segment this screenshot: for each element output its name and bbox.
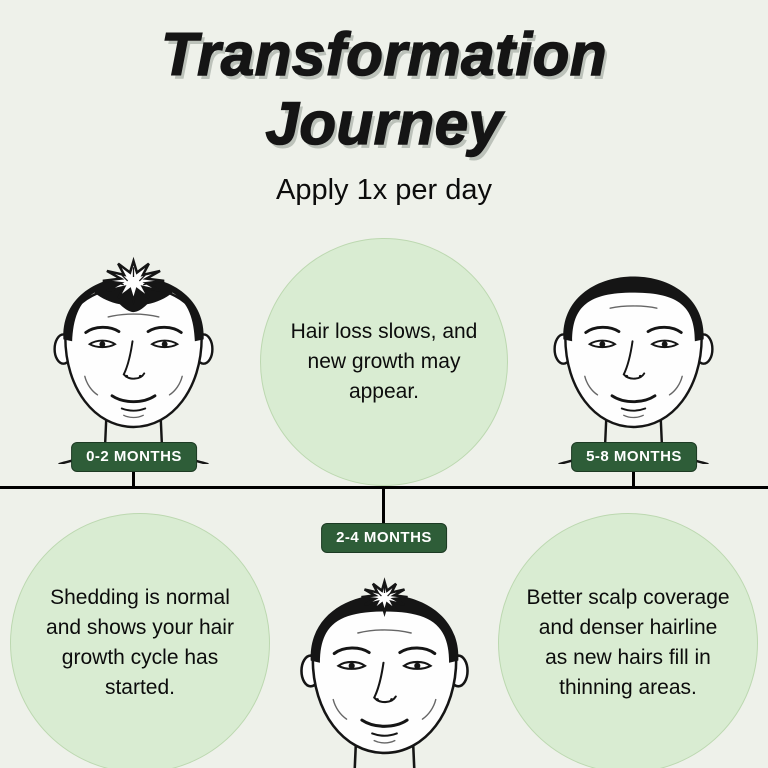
timeline-connector-1 bbox=[132, 468, 135, 488]
stage-label-5-8-months: 5-8 MONTHS bbox=[571, 442, 697, 472]
timeline-connector-2 bbox=[382, 489, 385, 525]
description-bubble-5-8-months: Better scalp coverage and denser hairlin… bbox=[498, 513, 758, 768]
page-subtitle: Apply 1x per day bbox=[275, 174, 492, 206]
description-text: Shedding is normal and shows your hair g… bbox=[46, 586, 234, 699]
facial-features bbox=[84, 325, 183, 412]
stage-label-2-4-months: 2-4 MONTHS bbox=[321, 523, 447, 553]
page-title-line1: Transformation bbox=[160, 20, 607, 89]
description-text: Hair loss slows, and new growth may appe… bbox=[290, 320, 478, 403]
full-hair bbox=[563, 276, 704, 342]
full-hair-head-illustration-stage-5-8 bbox=[553, 276, 714, 464]
face-outline bbox=[564, 285, 703, 429]
face-outline bbox=[311, 603, 458, 755]
facial-features bbox=[332, 646, 437, 737]
bald-patch-texture bbox=[115, 267, 152, 286]
description-bubble-2-4-months: Hair loss slows, and new growth may appe… bbox=[260, 238, 508, 486]
timeline-connector-3 bbox=[632, 468, 635, 488]
page-title-line2: Journey bbox=[265, 89, 503, 158]
face-creases bbox=[332, 629, 437, 744]
timeline-axis bbox=[0, 486, 768, 489]
stage-label-0-2-months: 0-2 MONTHS bbox=[71, 442, 197, 472]
receding-hair bbox=[63, 276, 204, 342]
regrowth-patch-texture bbox=[375, 584, 394, 597]
page-title: Transformation Journey bbox=[0, 20, 768, 158]
face-creases bbox=[584, 305, 683, 419]
short-hair bbox=[310, 594, 459, 663]
regrowth-head-illustration-stage-2-4 bbox=[300, 556, 469, 768]
face-creases bbox=[84, 313, 183, 419]
description-text: Better scalp coverage and denser hairlin… bbox=[526, 586, 730, 699]
facial-features bbox=[584, 325, 683, 412]
balding-head-illustration-stage-0-2 bbox=[53, 240, 214, 464]
regrowth-patch-starburst bbox=[361, 582, 407, 613]
description-bubble-0-2-months: Shedding is normal and shows your hair g… bbox=[10, 513, 270, 768]
bald-patch-starburst bbox=[103, 261, 164, 301]
